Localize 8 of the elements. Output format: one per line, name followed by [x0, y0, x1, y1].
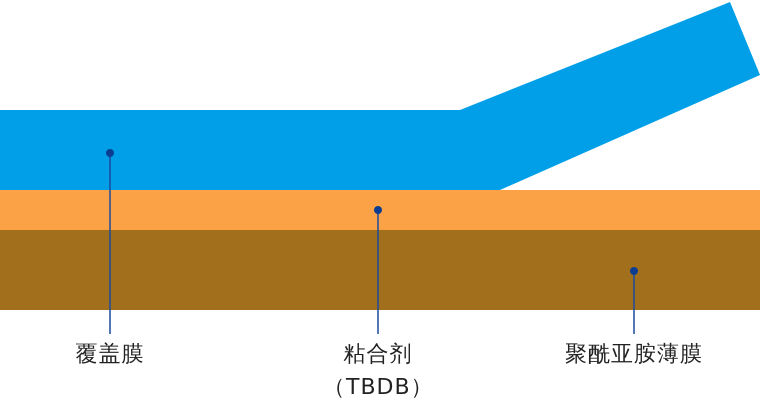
layer-label: 覆盖膜 — [50, 338, 170, 371]
adhesive-layer — [0, 190, 760, 230]
leader-line — [374, 206, 382, 334]
layer-label: 粘合剂（TBDB） — [323, 338, 433, 404]
leader-line — [630, 267, 638, 334]
leader-line — [106, 149, 114, 334]
polyimide-film-layer — [0, 230, 760, 310]
layer-label: 聚酰亚胺薄膜 — [534, 338, 734, 371]
